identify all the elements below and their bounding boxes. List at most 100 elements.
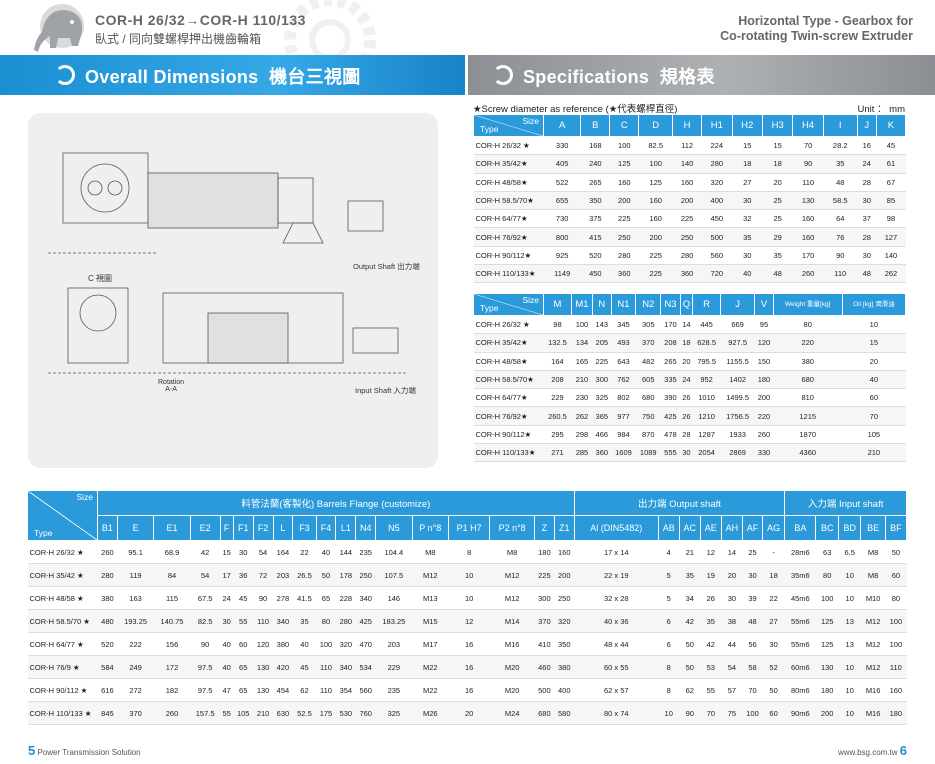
table-cell: 30 [742, 563, 763, 587]
table-cell: 480 [97, 609, 118, 633]
table-cell: 42 [679, 609, 701, 633]
table-cell: 12 [700, 540, 722, 564]
table-cell: 75 [721, 701, 743, 725]
table-cell: 260 [153, 701, 191, 725]
table-cell: 400 [554, 678, 575, 702]
table-cell: 57 [721, 678, 743, 702]
table-cell: 250 [554, 586, 575, 610]
table-cell: 15 [732, 136, 763, 156]
table-cell: 47 [220, 678, 234, 702]
table-cell: 380 [273, 632, 293, 656]
table-cell: 300 [592, 370, 612, 390]
table-cell: 58.5 [823, 191, 858, 211]
column-header: J [856, 114, 877, 137]
table-cell: 85 [876, 191, 906, 211]
table-cell: 50 [762, 678, 785, 702]
unit-label: Unit ： mm [857, 104, 905, 115]
table-cell: 6 [658, 609, 680, 633]
table-cell: 340 [273, 609, 293, 633]
overall-dimensions-band: Overall Dimensions 機台三視圖 [0, 55, 465, 95]
table-cell: 64 [823, 209, 858, 229]
table-cell: 605 [635, 370, 661, 390]
table-cell: 45 [292, 655, 317, 679]
table-cell: 156 [153, 632, 191, 656]
table-cell: 100 [885, 609, 907, 633]
table-cell: 24 [680, 370, 693, 390]
table-cell: COR-H 26/32 ★ [473, 136, 544, 156]
table-cell: 32 x 28 [574, 586, 659, 610]
table-cell: 80 [885, 586, 907, 610]
table-cell: 35 [679, 563, 701, 587]
table-cell: 165 [571, 352, 593, 371]
table-cell: 984 [611, 425, 636, 445]
table-cell: M12 [860, 609, 886, 633]
table-cell: 130 [253, 678, 273, 702]
column-header: L1 [335, 515, 357, 541]
column-header: AC [678, 515, 701, 541]
column-header: Z1 [553, 515, 575, 541]
table-cell: 360 [672, 264, 702, 284]
table-cell: 10 [842, 315, 906, 335]
table-cell: 225 [534, 563, 555, 587]
table-cell: 22 [762, 586, 785, 610]
table-cell: 68.9 [153, 540, 191, 564]
table-cell: 977 [611, 406, 636, 426]
table-cell: 170 [660, 315, 681, 335]
table-cell: 298 [571, 425, 593, 445]
column-header: I [822, 114, 858, 137]
table-cell: 35m6 [784, 563, 816, 587]
table-cell: M8 [860, 540, 886, 564]
column-header: H4 [792, 114, 824, 137]
table-cell: 32 [732, 209, 763, 229]
table-cell: 340 [335, 655, 356, 679]
table-cell: 450 [701, 209, 733, 229]
band-title: Specifications [523, 67, 650, 87]
table-cell: 1215 [773, 406, 843, 426]
table-cell: 220 [773, 333, 843, 353]
table-cell: 30 [762, 632, 785, 656]
column-header: F1 [232, 515, 254, 541]
table-cell: 19 [700, 563, 722, 587]
table-cell: 500 [701, 227, 733, 247]
column-header: B [580, 114, 611, 137]
table-cell: 100 [638, 154, 673, 174]
table-cell: 285 [571, 443, 593, 463]
table-cell: 35 [762, 246, 793, 266]
table-cell: 55m6 [784, 609, 816, 633]
column-header: M [543, 293, 572, 316]
table-cell: COR-H 110/133 ★ [27, 701, 98, 725]
table-cell: COR-H 64/77 ★ [27, 632, 98, 656]
table-cell: 50 [316, 563, 336, 587]
table-cell: 350 [554, 632, 575, 656]
table-cell: 20 [448, 701, 490, 725]
table-cell: 425 [660, 406, 681, 426]
table-cell: 95.1 [117, 540, 154, 564]
table-cell: 320 [554, 609, 575, 633]
table-cell: 42 [190, 540, 221, 564]
table-cell: 60 [762, 701, 785, 725]
table-cell: 534 [355, 655, 376, 679]
table-cell: 55 [700, 678, 722, 702]
table-cell: 60 x 55 [574, 655, 659, 679]
table-cell: 5 [658, 586, 680, 610]
table-cell: 35 [292, 609, 317, 633]
table-cell: 100 [742, 701, 763, 725]
table-cell: 265 [580, 173, 610, 192]
footer-url: www.bsg.com.tw [837, 748, 898, 757]
table-cell: 125 [638, 173, 673, 192]
table-cell: 36 [233, 563, 254, 587]
table-cell: 125 [815, 632, 839, 656]
table-cell: 48 [742, 609, 763, 633]
table-cell: 235 [355, 540, 376, 564]
table-cell: 655 [543, 191, 581, 211]
table-cell: 119 [117, 563, 154, 587]
table-cell: 55 [220, 701, 234, 725]
